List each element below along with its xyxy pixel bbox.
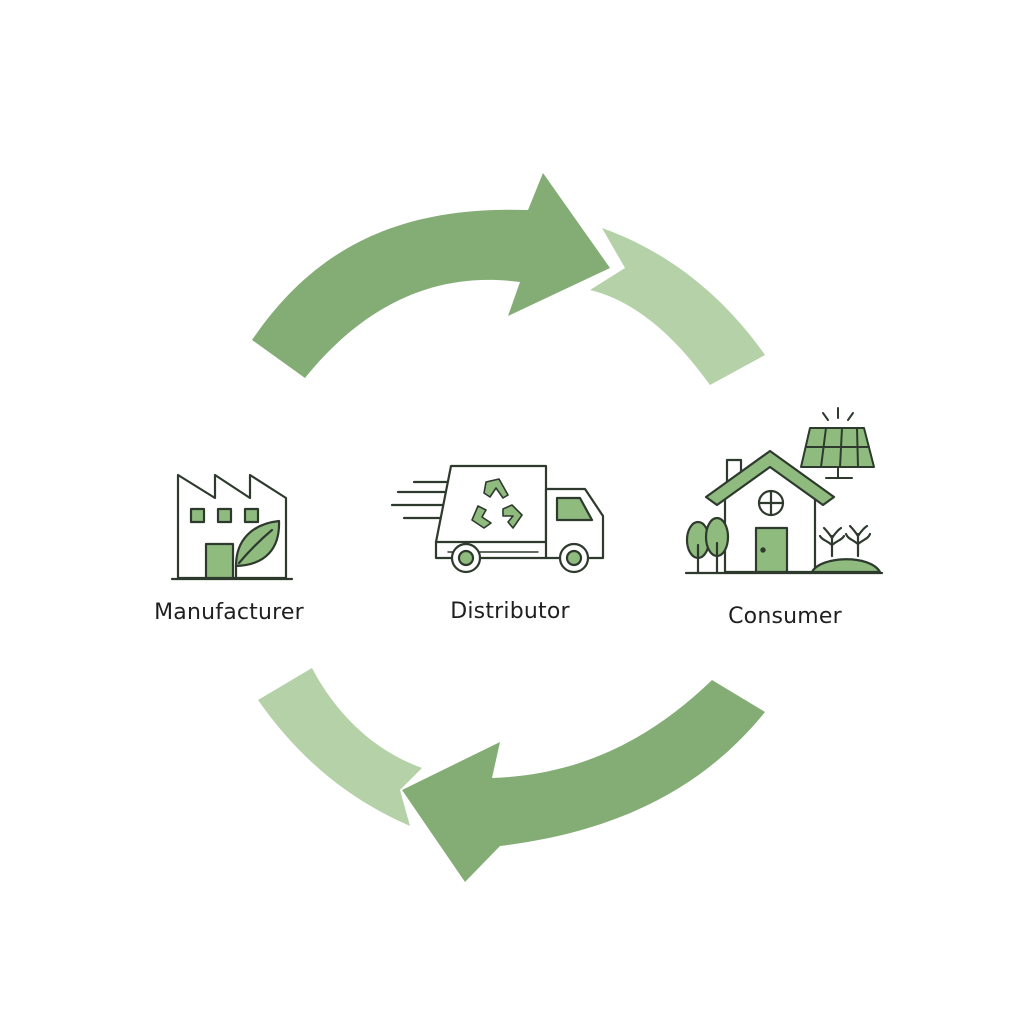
consumer-label: Consumer	[728, 604, 842, 629]
top-right-arrow-tail	[590, 228, 765, 385]
bottom-cycle-arrow	[402, 680, 765, 882]
delivery-truck-icon	[390, 464, 605, 574]
house-icon	[684, 449, 884, 575]
bottom-left-arrow-tail	[258, 668, 422, 826]
recycle-icon	[471, 478, 523, 529]
distributor-label: Distributor	[450, 599, 570, 624]
solar-panel-icon	[800, 407, 875, 479]
factory-icon	[170, 473, 294, 581]
manufacturer-label: Manufacturer	[154, 600, 304, 625]
top-cycle-arrow	[252, 173, 610, 378]
